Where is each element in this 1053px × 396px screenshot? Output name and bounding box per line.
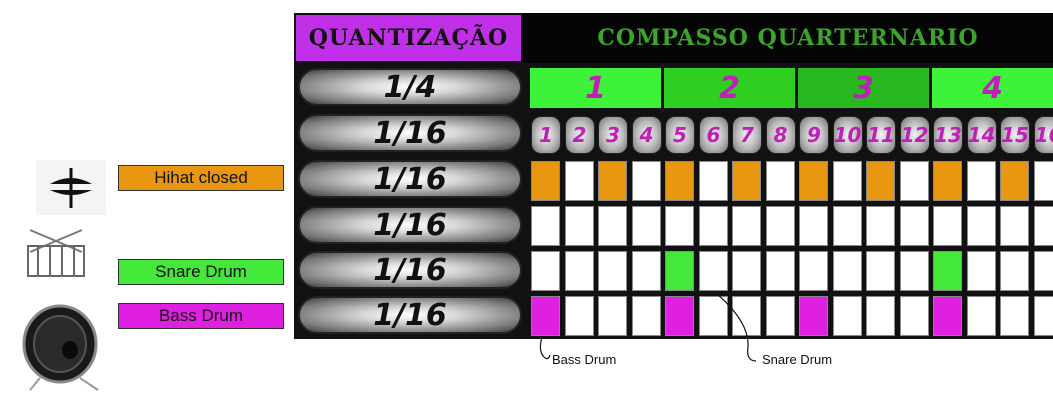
step-hihat-7[interactable] <box>732 161 761 201</box>
quant-pill-bass[interactable]: 1/16 <box>298 296 522 334</box>
subdivision-2: 2 <box>565 116 595 154</box>
step-snare-6[interactable] <box>699 251 728 291</box>
step-empty-4[interactable] <box>632 206 661 246</box>
quant-pill-subdivision[interactable]: 1/16 <box>298 114 522 152</box>
step-snare-4[interactable] <box>632 251 661 291</box>
step-hihat-9[interactable] <box>799 161 828 201</box>
step-hihat-12[interactable] <box>900 161 929 201</box>
step-empty-10[interactable] <box>833 206 862 246</box>
step-snare-7[interactable] <box>732 251 761 291</box>
step-bass-13[interactable] <box>933 296 962 336</box>
subdivision-7: 7 <box>732 116 762 154</box>
snare-drum-label: Snare Drum <box>118 259 284 285</box>
step-empty-13[interactable] <box>933 206 962 246</box>
step-hihat-3[interactable] <box>598 161 627 201</box>
step-hihat-5[interactable] <box>665 161 694 201</box>
step-snare-9[interactable] <box>799 251 828 291</box>
subdivision-14: 14 <box>967 116 997 154</box>
step-empty-16[interactable] <box>1034 206 1053 246</box>
step-hihat-6[interactable] <box>699 161 728 201</box>
subdivision-4: 4 <box>632 116 662 154</box>
step-empty-2[interactable] <box>565 206 594 246</box>
step-bass-16[interactable] <box>1034 296 1053 336</box>
subdivision-6: 6 <box>699 116 729 154</box>
step-hihat-10[interactable] <box>833 161 862 201</box>
step-empty-15[interactable] <box>1000 206 1029 246</box>
step-hihat-13[interactable] <box>933 161 962 201</box>
subdivision-15: 15 <box>1000 116 1030 154</box>
step-snare-3[interactable] <box>598 251 627 291</box>
step-snare-14[interactable] <box>967 251 996 291</box>
step-hihat-16[interactable] <box>1034 161 1053 201</box>
subdivision-9: 9 <box>799 116 829 154</box>
subdivision-3: 3 <box>598 116 628 154</box>
step-empty-1[interactable] <box>531 206 560 246</box>
step-hihat-1[interactable] <box>531 161 560 201</box>
beat-3: 3 <box>798 68 929 108</box>
step-snare-12[interactable] <box>900 251 929 291</box>
beat-2: 2 <box>664 68 795 108</box>
step-snare-13[interactable] <box>933 251 962 291</box>
step-hihat-14[interactable] <box>967 161 996 201</box>
step-snare-11[interactable] <box>866 251 895 291</box>
snare-drum-annotation: Snare Drum <box>762 352 832 367</box>
step-hihat-11[interactable] <box>866 161 895 201</box>
step-empty-7[interactable] <box>732 206 761 246</box>
step-hihat-15[interactable] <box>1000 161 1029 201</box>
step-empty-9[interactable] <box>799 206 828 246</box>
step-empty-11[interactable] <box>866 206 895 246</box>
beat-1: 1 <box>530 68 661 108</box>
subdivision-5: 5 <box>665 116 695 154</box>
step-empty-3[interactable] <box>598 206 627 246</box>
subdivision-1: 1 <box>531 116 561 154</box>
step-snare-10[interactable] <box>833 251 862 291</box>
bass-drum-label: Bass Drum <box>118 303 284 329</box>
step-empty-5[interactable] <box>665 206 694 246</box>
quantizacao-header: QUANTIZAÇÃO <box>294 13 523 63</box>
step-bass-14[interactable] <box>967 296 996 336</box>
step-empty-8[interactable] <box>766 206 795 246</box>
step-bass-12[interactable] <box>900 296 929 336</box>
step-snare-2[interactable] <box>565 251 594 291</box>
bass-drum-annotation: Bass Drum <box>552 352 616 367</box>
subdivision-10: 10 <box>833 116 863 154</box>
step-snare-5[interactable] <box>665 251 694 291</box>
compasso-header: COMPASSO QUARTERNARIO <box>523 13 1053 63</box>
beat-4: 4 <box>932 68 1053 108</box>
quant-pill-hihat[interactable]: 1/16 <box>298 160 522 198</box>
hihat-label: Hihat closed <box>118 165 284 191</box>
step-empty-12[interactable] <box>900 206 929 246</box>
bass-drum-icon <box>18 300 102 392</box>
step-empty-14[interactable] <box>967 206 996 246</box>
quant-pill-snare[interactable]: 1/16 <box>298 251 522 289</box>
subdivision-11: 11 <box>866 116 896 154</box>
quant-pill-empty-row[interactable]: 1/16 <box>298 206 522 244</box>
step-hihat-4[interactable] <box>632 161 661 201</box>
step-bass-10[interactable] <box>833 296 862 336</box>
subdivision-13: 13 <box>933 116 963 154</box>
step-empty-6[interactable] <box>699 206 728 246</box>
subdivision-8: 8 <box>766 116 796 154</box>
subdivision-16: 16 <box>1034 116 1053 154</box>
snare-drum-icon <box>20 222 92 286</box>
step-snare-15[interactable] <box>1000 251 1029 291</box>
step-snare-1[interactable] <box>531 251 560 291</box>
step-bass-11[interactable] <box>866 296 895 336</box>
step-snare-8[interactable] <box>766 251 795 291</box>
step-hihat-8[interactable] <box>766 161 795 201</box>
subdivision-12: 12 <box>900 116 930 154</box>
step-bass-15[interactable] <box>1000 296 1029 336</box>
step-snare-16[interactable] <box>1034 251 1053 291</box>
hihat-icon <box>36 160 106 215</box>
quant-pill-beat[interactable]: 1/4 <box>298 68 522 106</box>
step-hihat-2[interactable] <box>565 161 594 201</box>
